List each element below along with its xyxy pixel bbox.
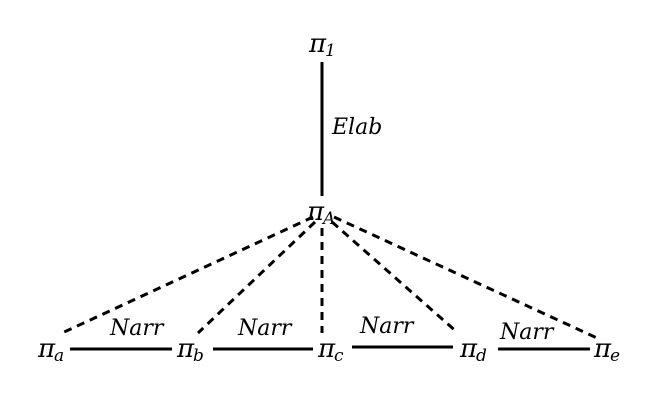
node-pi-b: π b <box>176 334 204 366</box>
narr-label-ab: Narr <box>109 316 165 341</box>
node-pi-d-sub: d <box>476 346 487 366</box>
narr-label-de: Narr <box>499 320 555 345</box>
node-pi-1-base: π <box>308 29 327 59</box>
node-pi-e-base: π <box>593 334 612 364</box>
subordination-edge-a <box>61 215 314 335</box>
node-pi-A: π A <box>306 197 335 229</box>
node-pi-c: π c <box>317 334 344 366</box>
node-pi-b-base: π <box>176 334 195 364</box>
node-pi-1-sub: 1 <box>325 41 336 61</box>
node-pi-a: π a <box>37 334 64 366</box>
node-pi-1: π 1 <box>308 29 336 61</box>
narr-label-cd: Narr <box>359 314 415 339</box>
node-pi-c-base: π <box>317 334 336 364</box>
node-pi-b-sub: b <box>193 346 204 366</box>
node-pi-a-sub: a <box>54 346 64 366</box>
node-pi-A-base: π <box>306 197 325 227</box>
subordination-edge-e <box>333 215 598 340</box>
narr-label-bc: Narr <box>237 316 293 341</box>
elab-label: Elab <box>331 115 382 140</box>
node-pi-d-base: π <box>459 334 478 364</box>
node-pi-e-sub: e <box>610 346 620 366</box>
node-pi-A-sub: A <box>321 209 335 229</box>
node-pi-c-sub: c <box>334 346 344 366</box>
node-pi-e: π e <box>593 334 620 366</box>
node-pi-a-base: π <box>37 334 56 364</box>
node-pi-d: π d <box>459 334 487 366</box>
